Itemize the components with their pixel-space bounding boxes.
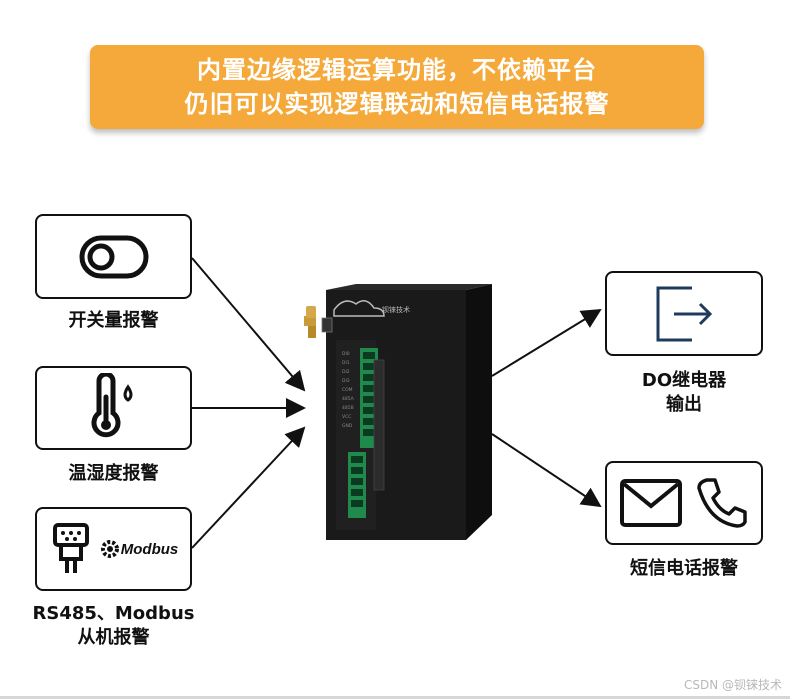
credit-watermark: CSDN @钡铼技术 bbox=[683, 678, 782, 692]
svg-text:GND: GND bbox=[342, 423, 353, 429]
svg-text:485B: 485B bbox=[342, 405, 354, 411]
svg-text:钡铼技术: 钡铼技术 bbox=[382, 305, 410, 314]
switch-alarm-box bbox=[35, 214, 192, 299]
headline-line-2: 仍旧可以实现逻辑联动和短信电话报警 bbox=[184, 90, 610, 118]
sms-call-box bbox=[605, 461, 763, 545]
toggle-icon bbox=[79, 235, 148, 278]
modbus-logo-text: Modbus bbox=[120, 540, 179, 558]
arrow-rs485-to-device bbox=[191, 426, 306, 549]
headline-line-1: 内置边缘逻辑运算功能，不依赖平台 bbox=[197, 56, 597, 84]
switch-alarm-label: 开关量报警 bbox=[68, 310, 159, 331]
temp-humidity-box bbox=[35, 366, 192, 450]
do-relay-label: DO继电器 输出 bbox=[605, 369, 763, 417]
arrow-device-to-sms bbox=[491, 433, 602, 508]
rs485-label-line-1: RS485、Modbus bbox=[32, 603, 195, 624]
headline-banner: 内置边缘逻辑运算功能，不依赖平台 仍旧可以实现逻辑联动和短信电话报警 bbox=[90, 45, 704, 129]
modbus-logo: Modbus bbox=[99, 538, 179, 560]
do-label-line-1: DO继电器 bbox=[641, 370, 727, 391]
arrow-switch-to-device bbox=[191, 257, 306, 392]
svg-text:485A: 485A bbox=[342, 396, 355, 402]
do-relay-box bbox=[605, 271, 763, 356]
serial-port-icon bbox=[52, 523, 89, 573]
svg-text:VCC: VCC bbox=[342, 414, 351, 420]
temp-humidity-label: 温湿度报警 bbox=[68, 463, 159, 484]
arrow-device-to-do bbox=[491, 308, 602, 377]
do-label-line-2: 输出 bbox=[666, 394, 702, 415]
svg-text:COM: COM bbox=[342, 387, 353, 393]
svg-text:DI2: DI2 bbox=[342, 369, 350, 375]
thermometer-icon bbox=[91, 373, 132, 438]
exit-icon bbox=[656, 286, 713, 341]
svg-text:DI0: DI0 bbox=[342, 351, 350, 357]
phone-icon bbox=[697, 478, 747, 528]
svg-text:DI1: DI1 bbox=[342, 360, 350, 366]
rs485-modbus-box: Modbus bbox=[35, 507, 192, 591]
rs485-label-line-2: 从机报警 bbox=[77, 627, 150, 648]
sms-call-label: 短信电话报警 bbox=[630, 558, 738, 579]
footer-divider bbox=[0, 696, 790, 699]
mail-icon bbox=[620, 479, 682, 527]
modbus-gear-icon bbox=[100, 540, 119, 558]
svg-text:DI3: DI3 bbox=[342, 378, 350, 384]
rs485-modbus-label: RS485、Modbus 从机报警 bbox=[20, 602, 207, 650]
